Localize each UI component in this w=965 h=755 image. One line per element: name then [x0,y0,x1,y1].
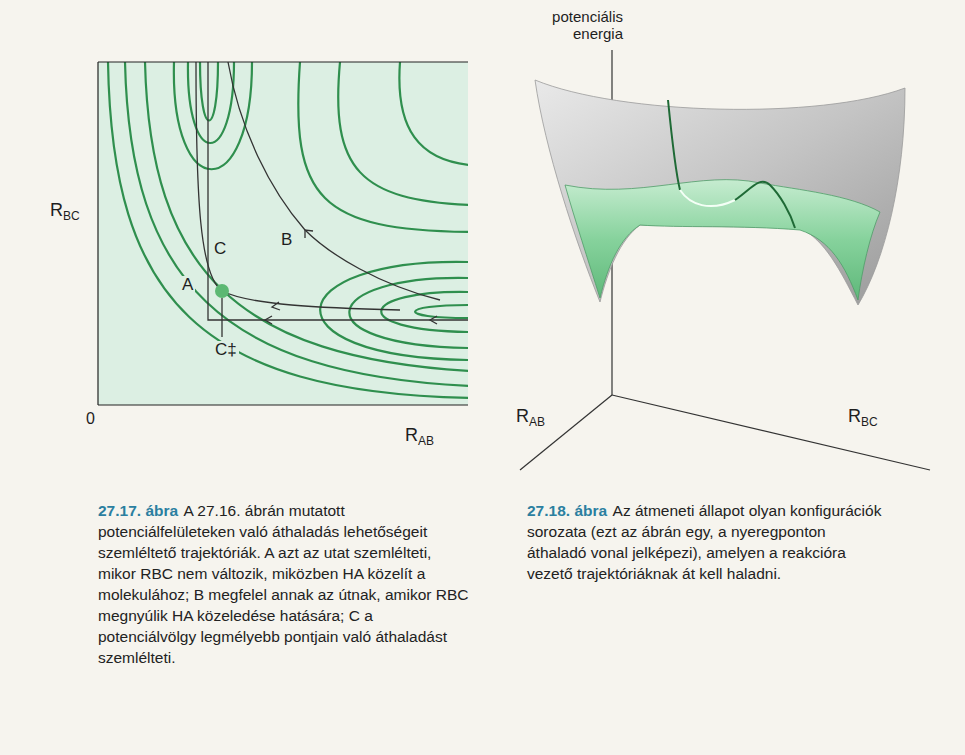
saddle-point [215,284,229,298]
axis-letter: R [516,406,529,426]
caption-heading: 27.18. ábra [527,502,607,519]
caption-text: A 27.16. ábrán mutatott potenciálfelület… [98,502,468,666]
origin-label: 0 [86,410,95,428]
potential-surface [520,50,930,470]
transition-state-label: C‡ [213,341,239,358]
surface-gray [535,80,905,305]
trajectory-line [668,100,680,190]
axis-label: RBC [50,200,80,221]
axis-title: potenciális energia [527,8,623,43]
axis-letter: R [50,200,63,220]
contour-plot [98,62,470,405]
plot-ground [98,62,468,405]
trajectory-line [735,182,795,228]
axis-line [520,395,612,470]
axis-letter: R [848,406,861,426]
axis-label: RAB [405,425,434,446]
axis-line [98,404,468,405]
axis-label: RAB [516,406,545,427]
axis-line [97,62,98,405]
axis-subscript: AB [529,415,545,429]
caption-block: 27.17. ábraA 27.16. ábrán mutatott poten… [98,500,473,668]
transition-line [680,190,735,206]
trajectory-label: C [212,240,228,257]
caption-block: 27.18. ábraAz átmeneti állapot olyan kon… [527,500,887,584]
axis-subscript: AB [418,434,434,448]
axis-label: RBC [848,406,878,427]
contour-lines [108,62,468,398]
axis-subscript: BC [63,209,80,223]
axis-line [612,395,930,470]
caption-heading: 27.17. ábra [98,502,178,519]
axis-subscript: BC [861,415,878,429]
frame-line [98,62,468,63]
leader-line [221,298,222,337]
trajectory-label: A [180,276,195,293]
axis-letter: R [405,425,418,445]
trajectories [196,62,468,337]
trajectory-label: B [279,231,294,248]
surface-green [565,180,880,300]
